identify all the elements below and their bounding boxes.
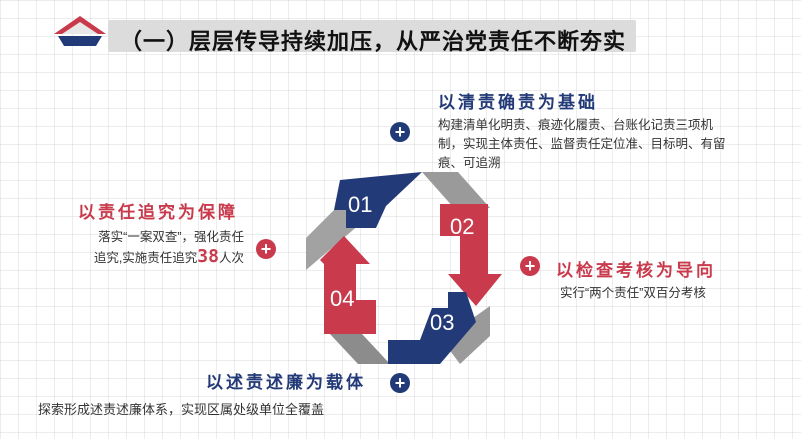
connector-bottom-left <box>330 334 390 364</box>
segment-01 <box>334 172 422 228</box>
item-heading-03: 以述责述廉为载体 <box>206 373 366 393</box>
plus-icon[interactable]: + <box>520 256 540 276</box>
segment-label-04: 04 <box>330 286 354 311</box>
item-desc-02: 实行“两个责任”双百分考核 <box>560 286 706 300</box>
connector-right-bottom <box>442 306 490 364</box>
count-number: 38 <box>197 246 219 267</box>
connector-top-right <box>422 172 490 208</box>
item-desc-01: 构建清单化明责、痕迹化履责、台账化记责三项机制，实现主体责任、监督责任定位准、目… <box>438 118 726 170</box>
item-desc-04-line1: 落实“一案双查”，强化责任 <box>98 230 244 244</box>
segment-label-01: 01 <box>348 192 372 217</box>
segment-03 <box>388 292 476 364</box>
cycle-diagram: 01 02 03 04 <box>306 172 502 364</box>
item-desc-04-line2: 追究,实施责任追究38人次 <box>93 246 244 267</box>
item-heading-04: 以责任追究为保障 <box>78 203 238 223</box>
plus-icon[interactable]: + <box>256 239 276 259</box>
segment-label-03: 03 <box>430 310 454 335</box>
title-bar: （一）层层传导持续加压，从严治党责任不断夯实 <box>108 20 636 54</box>
item-desc-04: 落实“一案双查”，强化责任 追究,实施责任追究38人次 <box>64 228 244 268</box>
segment-04 <box>320 236 376 334</box>
plus-icon[interactable]: + <box>390 122 410 142</box>
item-heading-02: 以检查考核为导向 <box>556 261 716 281</box>
plus-icon[interactable]: + <box>390 373 410 393</box>
item-desc-03: 探索形成述责述廉体系，实现区属处级单位全覆盖 <box>38 402 325 417</box>
item-heading-01: 以清责确责为基础 <box>438 93 598 113</box>
segment-02 <box>440 204 502 306</box>
page-title: （一）层层传导持续加压，从严治党责任不断夯实 <box>120 29 627 54</box>
segment-label-02: 02 <box>450 214 474 239</box>
roof-logo-icon <box>54 16 106 46</box>
